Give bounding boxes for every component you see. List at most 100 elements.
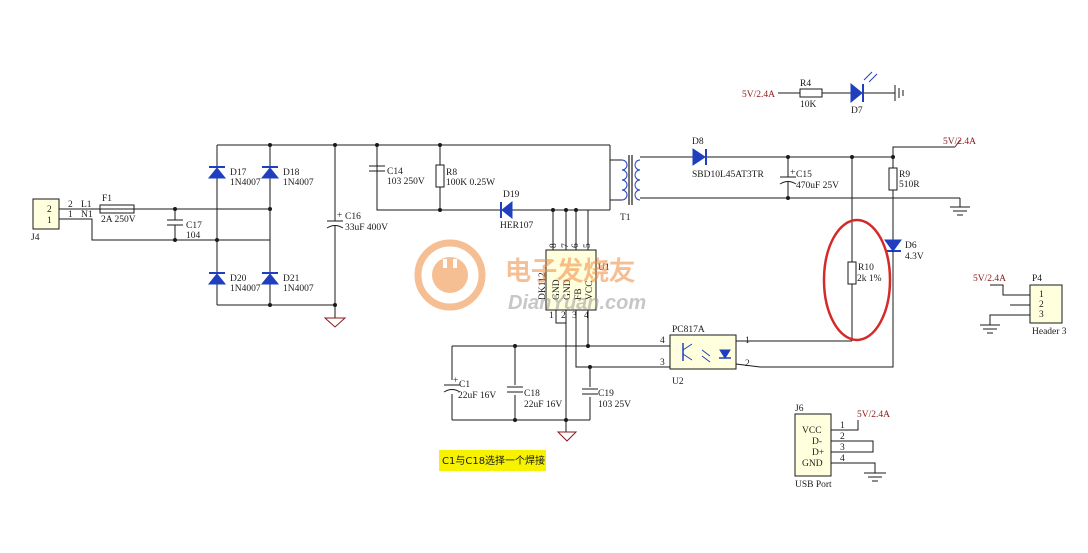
net-label-rail-top: 5V/2.4A <box>943 137 976 147</box>
c15-ref: C15 <box>796 170 812 180</box>
f1-ref: F1 <box>102 194 112 204</box>
d18-value: 1N4007 <box>283 178 314 188</box>
c16-ref: C16 <box>345 212 361 222</box>
diode-d19: D19 HER107 <box>500 190 534 231</box>
capacitor-c15: + C15 470uF 25V <box>779 157 839 198</box>
transformer-t1: T1 <box>609 145 641 223</box>
r8-value: 100K 0.25W <box>446 178 495 188</box>
c19-value: 103 25V <box>598 400 631 410</box>
optocoupler-u2: PC817A U2 4 3 1 2 <box>660 325 761 387</box>
ground-symbol-secondary <box>950 198 970 216</box>
j6-pinnum-3: 3 <box>840 443 845 453</box>
resistor-r10: R10 2k 1% <box>847 157 882 341</box>
n-pin-number: 1 <box>68 210 73 220</box>
c18-ref: C18 <box>524 389 540 399</box>
u2-pin3: 3 <box>660 358 665 368</box>
p4-ref: P4 <box>1032 274 1042 284</box>
watermark-logo: 电子发烧友 DianYuan.com <box>414 239 646 314</box>
zener-d6: D6 4.3V <box>884 239 924 262</box>
u2-ref: U2 <box>672 377 684 387</box>
c1-ref: C1 <box>459 380 470 390</box>
led-indicator-branch: 5V/2.4A R4 10K D7 <box>742 71 904 116</box>
j4-pin2-label: 2 <box>47 205 52 215</box>
j6-value: USB Port <box>795 480 832 490</box>
net-label-n1: N1 <box>81 210 93 220</box>
connector-j4: 2 1 J4 <box>31 198 60 243</box>
net-label-l1: L1 <box>81 200 92 210</box>
r4-ref: R4 <box>800 79 811 89</box>
c14-value: 103 250V <box>387 177 425 187</box>
svg-text:+: + <box>337 211 342 221</box>
capacitor-c16: + C16 33uF 400V <box>326 145 388 318</box>
j4-ref: J4 <box>31 233 40 243</box>
l-pin-number: 2 <box>68 200 73 210</box>
j4-pin1-label: 1 <box>47 216 52 226</box>
svg-text:+: + <box>790 168 795 178</box>
u1-pin2: 2 <box>561 311 566 321</box>
r9-ref: R9 <box>899 170 910 180</box>
r10-ref: R10 <box>858 263 874 273</box>
net-label-rail-p4: 5V/2.4A <box>973 274 1006 284</box>
j6-pin-dminus: D- <box>812 437 822 447</box>
d20-ref: D20 <box>230 274 247 284</box>
d17-value: 1N4007 <box>230 178 261 188</box>
j6-pin-vcc: VCC <box>802 426 822 436</box>
connector-j6-usb: J6 VCC D- D+ GND USB Port 1 2 3 4 5V/2.4… <box>794 404 890 490</box>
highlight-circle-r10 <box>822 218 892 342</box>
r4-value: 10K <box>800 100 817 110</box>
c17-value: 104 <box>186 231 201 241</box>
r9-value: 510R <box>899 180 920 190</box>
u1-pin3: 3 <box>572 311 577 321</box>
capacitor-c18: C18 22uF 16V <box>507 385 562 410</box>
j6-pinnum-1: 1 <box>840 421 845 431</box>
u1-pinname-gnd2: GND <box>563 279 573 300</box>
d7-ref: D7 <box>851 106 863 116</box>
u1-ref: U1 <box>598 263 610 273</box>
u1-pin6: 6 <box>571 243 581 248</box>
p4-pin1: 1 <box>1039 290 1044 300</box>
u1-pinname-fb: FB <box>574 288 584 300</box>
d21-value: 1N4007 <box>283 284 314 294</box>
ic-u1: 8 7 6 5 GND GND FB VCC DK112 U1 1 2 3 4 <box>538 210 610 321</box>
d19-ref: D19 <box>503 190 520 200</box>
d18-ref: D18 <box>283 168 300 178</box>
f1-value: 2A 250V <box>101 215 136 225</box>
ground-symbol-primary <box>323 317 347 328</box>
resistor-r9: R9 510R <box>888 157 920 240</box>
u2-part: PC817A <box>672 325 705 335</box>
u2-pin2: 2 <box>745 359 750 369</box>
note-solder-choice: C1与C18选择一个焊接 <box>439 450 546 471</box>
d6-ref: D6 <box>905 241 917 251</box>
watermark-en: DianYuan.com <box>508 292 646 314</box>
diode-d20: D20 1N4007 <box>207 272 261 294</box>
c18-value: 22uF 16V <box>524 400 562 410</box>
c17-ref: C17 <box>186 221 202 231</box>
r8-ref: R8 <box>446 168 457 178</box>
c16-value: 33uF 400V <box>345 223 388 233</box>
u1-pinname-gnd1: GND <box>552 279 562 300</box>
connector-p4: 5V/2.4A 1 2 3 P4 Header 3 <box>973 274 1067 337</box>
d20-value: 1N4007 <box>230 284 261 294</box>
diode-d8: D8 SBD10L45AT3TR <box>692 137 764 180</box>
j6-ref: J6 <box>795 404 804 414</box>
capacitor-c17: C17 104 <box>167 209 202 241</box>
u2-pin4: 4 <box>660 336 665 346</box>
u2-pin1: 1 <box>745 336 750 346</box>
u1-pin5: 5 <box>583 243 593 248</box>
capacitor-c14: C14 103 250V <box>369 165 425 187</box>
j6-pinnum-4: 4 <box>840 454 845 464</box>
p4-pin2: 2 <box>1039 300 1044 310</box>
d17-ref: D17 <box>230 168 247 178</box>
u1-pin1: 1 <box>549 311 554 321</box>
diode-d18: D18 1N4007 <box>260 166 314 188</box>
diode-d17: D17 1N4007 <box>207 166 261 188</box>
u1-part: DK112 <box>538 272 548 300</box>
j6-pin-gnd: GND <box>802 459 823 469</box>
d8-ref: D8 <box>692 137 704 147</box>
d6-value: 4.3V <box>905 252 924 262</box>
j6-pinnum-2: 2 <box>840 432 845 442</box>
p4-value: Header 3 <box>1032 327 1067 337</box>
net-label-rail-usb: 5V/2.4A <box>857 410 890 420</box>
capacitor-c19: C19 103 25V <box>582 387 631 410</box>
